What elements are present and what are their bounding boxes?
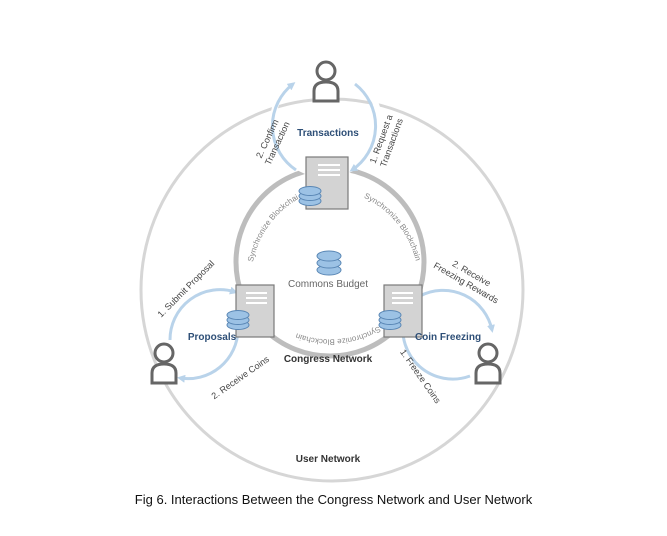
step-submit-proposal: 1. Submit Proposal [155, 258, 216, 319]
coin-stack-icon [298, 186, 322, 206]
sync-label-right: Synchronize Blockchain [363, 191, 423, 261]
sync-label-bottom: Synchronize Blockchain [294, 324, 382, 346]
step-receive-coins: 2. Receive Coins [210, 354, 272, 401]
coin-stack-icon [378, 310, 402, 330]
user-network-circle [139, 97, 525, 483]
proposals-label: Proposals [188, 332, 237, 343]
user-icon-right [474, 342, 502, 385]
user-network-label: User Network [296, 454, 361, 465]
coin-freezing-server-icon [378, 284, 423, 338]
coin-stack-icon [226, 310, 250, 330]
transactions-label: Transactions [297, 128, 359, 139]
commons-budget-coin-icon [316, 250, 342, 276]
figure-caption: Fig 6. Interactions Between the Congress… [134, 492, 533, 507]
transactions-server-icon [298, 156, 349, 210]
proposals-loop [168, 286, 240, 383]
sync-label-left: Synchronize Blockchain [0, 0, 300, 263]
proposals-server-icon [226, 284, 275, 338]
coin-freezing-label: Coin Freezing [415, 332, 481, 343]
commons-budget-label: Commons Budget [288, 279, 368, 290]
congress-network-label: Congress Network [284, 354, 373, 365]
user-icon-left [150, 342, 178, 385]
user-icon-top [312, 60, 340, 103]
